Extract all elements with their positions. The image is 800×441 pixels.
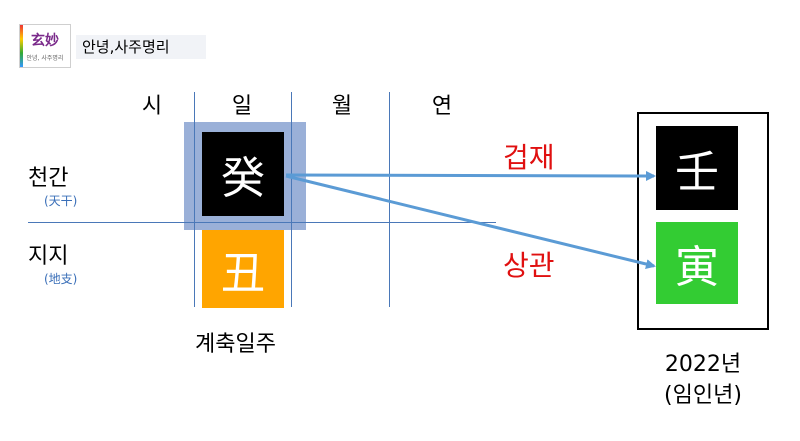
grid-line-vertical bbox=[194, 92, 195, 307]
day-stem-tile: 癸 bbox=[202, 132, 284, 216]
arrow-to-year-stem bbox=[285, 170, 656, 181]
year-caption-ganji: (임인년) bbox=[664, 383, 742, 408]
year-stem-tile: 壬 bbox=[656, 126, 738, 210]
day-pillar-caption: 계축일주 bbox=[195, 332, 276, 357]
logo: 玄妙 안녕, 사주명리 bbox=[19, 24, 71, 68]
row-heavenly-hanja: (天干) bbox=[44, 194, 78, 208]
column-hour-label: 시 bbox=[141, 94, 163, 119]
relation-label-stem: 겁재 bbox=[503, 141, 555, 174]
logo-text: 玄妙 bbox=[31, 33, 59, 49]
row-earthly-hanja: (地支) bbox=[44, 272, 78, 286]
grid-line-vertical bbox=[291, 92, 292, 307]
row-heavenly-label: 천간 bbox=[28, 166, 69, 191]
page-title: 안녕,사주명리 bbox=[76, 35, 206, 59]
relation-label-branch: 상관 bbox=[503, 249, 555, 282]
year-branch-tile: 寅 bbox=[656, 222, 738, 304]
day-branch-tile: 丑 bbox=[202, 230, 284, 308]
arrow-to-year-branch bbox=[285, 174, 656, 269]
grid-line-horizontal bbox=[28, 222, 496, 223]
column-day-label: 일 bbox=[231, 94, 253, 119]
logo-color-strip bbox=[20, 25, 23, 67]
column-year-label: 연 bbox=[431, 94, 453, 119]
grid-line-vertical bbox=[389, 92, 390, 307]
year-caption: 2022년 bbox=[664, 352, 742, 377]
column-month-label: 월 bbox=[331, 94, 353, 119]
row-earthly-label: 지지 bbox=[28, 244, 69, 269]
logo-subtext: 안녕, 사주명리 bbox=[26, 55, 64, 62]
